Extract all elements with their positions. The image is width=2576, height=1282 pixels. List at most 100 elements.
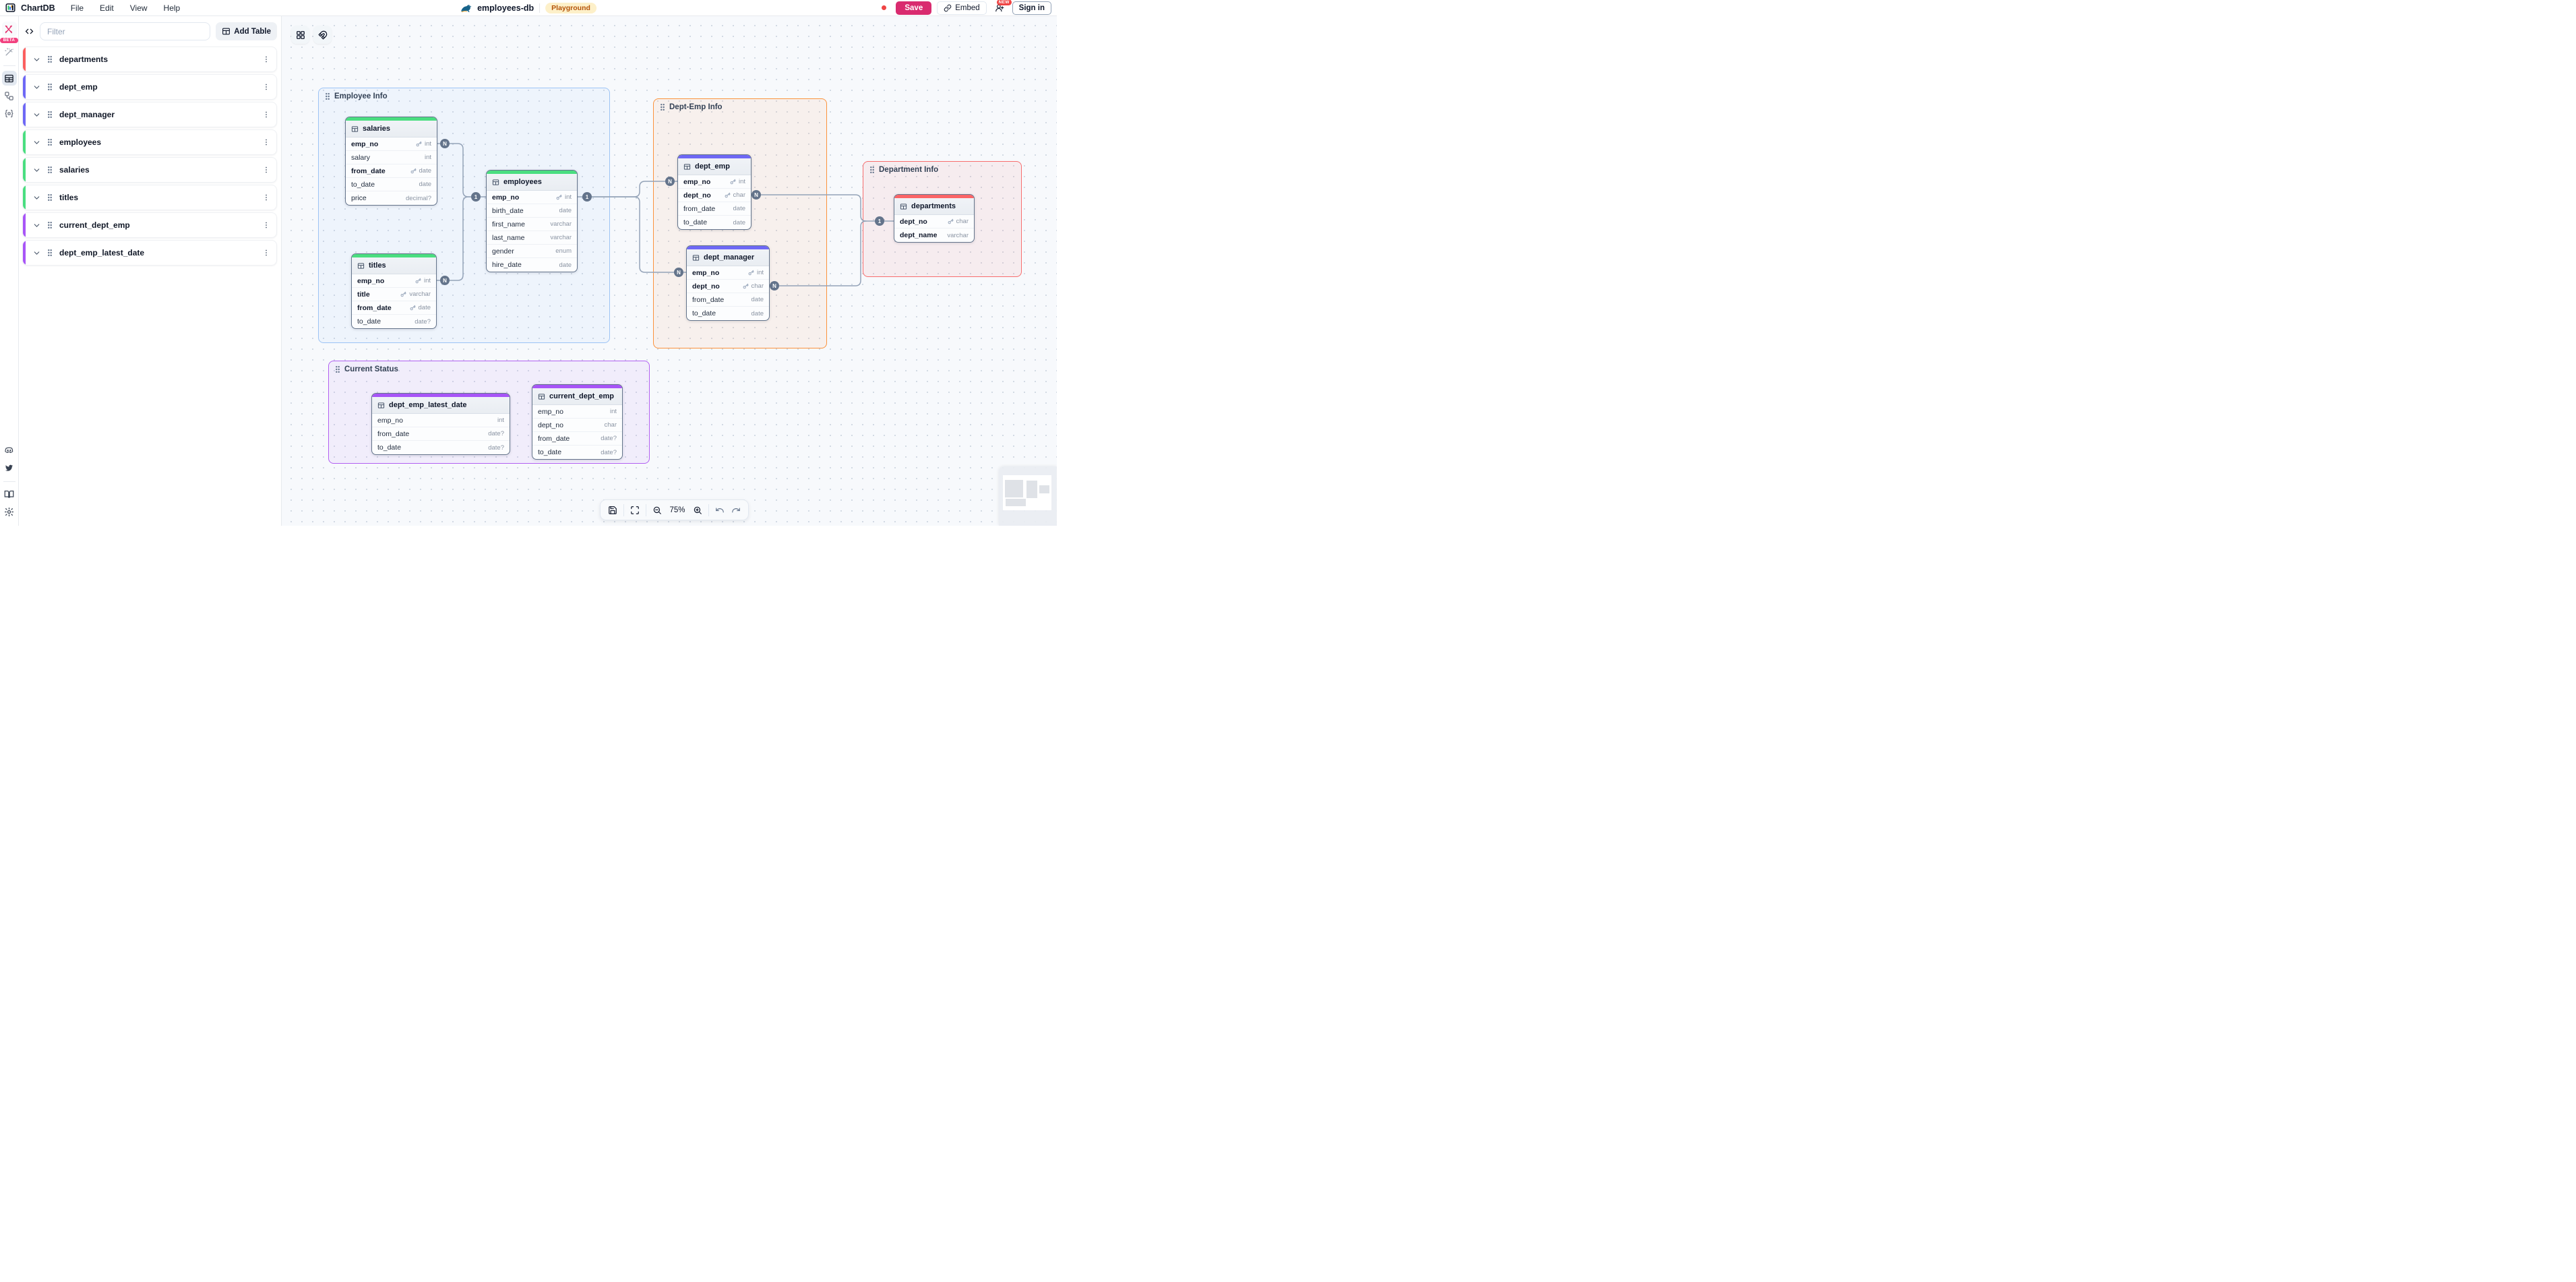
table-header[interactable]: salaries — [346, 121, 437, 138]
table-header[interactable]: current_dept_emp — [532, 388, 622, 405]
table-header[interactable]: dept_emp_latest_date — [372, 397, 510, 414]
sidebar-item-titles[interactable]: titles — [22, 185, 277, 210]
discord-icon[interactable] — [2, 443, 17, 458]
drag-handle-icon[interactable] — [324, 92, 331, 100]
sidebar-item-departments[interactable]: departments — [22, 47, 277, 72]
invite-user-button[interactable]: NEW — [991, 0, 1012, 16]
menu-file[interactable]: File — [70, 3, 84, 13]
undo-icon[interactable] — [712, 502, 728, 518]
sidebar-item-dept_emp[interactable]: dept_emp — [22, 74, 277, 100]
chevron-down-icon[interactable] — [32, 83, 41, 92]
drag-handle-icon[interactable] — [47, 138, 53, 146]
magic-wand-icon[interactable] — [2, 44, 17, 59]
table-view-icon[interactable] — [1, 71, 17, 86]
docs-icon[interactable] — [2, 487, 17, 501]
chevron-down-icon[interactable] — [32, 193, 41, 202]
add-table-button[interactable]: Add Table — [216, 22, 277, 40]
chevron-down-icon[interactable] — [32, 249, 41, 257]
chevron-down-icon[interactable] — [32, 166, 41, 175]
save-icon[interactable] — [605, 502, 621, 518]
zoom-out-icon[interactable] — [649, 502, 665, 518]
grid-view-icon[interactable] — [291, 26, 309, 44]
more-options-icon[interactable] — [262, 193, 270, 202]
more-options-icon[interactable] — [262, 111, 270, 119]
magnet-icon[interactable] — [313, 26, 332, 44]
relationships-view-icon[interactable] — [2, 88, 17, 103]
chevron-down-icon[interactable] — [32, 221, 41, 230]
diagram-name[interactable]: employees-db — [477, 3, 534, 13]
diagram-title-group[interactable]: employees-db Playground — [460, 0, 596, 16]
sidebar-item-dept_emp_latest_date[interactable]: dept_emp_latest_date — [22, 240, 277, 266]
drag-handle-icon[interactable] — [659, 103, 666, 111]
table-header[interactable]: dept_manager — [687, 249, 769, 266]
embed-button[interactable]: Embed — [937, 1, 987, 15]
settings-icon[interactable] — [2, 504, 17, 519]
drag-handle-icon[interactable] — [47, 111, 53, 119]
chevron-down-icon[interactable] — [32, 138, 41, 147]
pencil-ruler-icon[interactable] — [1, 22, 17, 36]
table-header[interactable]: departments — [894, 198, 974, 215]
chevron-down-icon[interactable] — [32, 111, 41, 119]
more-options-icon[interactable] — [262, 83, 270, 91]
drag-handle-icon[interactable] — [47, 249, 53, 257]
menu-help[interactable]: Help — [163, 3, 181, 13]
minimap[interactable] — [999, 466, 1057, 526]
table-header[interactable]: employees — [487, 174, 577, 191]
drag-handle-icon[interactable] — [47, 166, 53, 174]
sidebar-item-dept_manager[interactable]: dept_manager — [22, 102, 277, 127]
sidebar-item-current_dept_emp[interactable]: current_dept_emp — [22, 212, 277, 238]
filter-input[interactable] — [40, 22, 211, 40]
fullscreen-icon[interactable] — [627, 502, 643, 518]
more-options-icon[interactable] — [262, 166, 270, 174]
menu-edit[interactable]: Edit — [100, 3, 114, 13]
chevron-down-icon[interactable] — [32, 55, 41, 64]
drag-handle-icon[interactable] — [47, 221, 53, 229]
sign-in-button[interactable]: Sign in — [1012, 1, 1051, 15]
drag-handle-icon[interactable] — [869, 166, 876, 174]
redo-icon[interactable] — [728, 502, 744, 518]
zoom-level[interactable]: 75% — [669, 506, 685, 514]
dependencies-view-icon[interactable] — [2, 106, 17, 121]
save-button[interactable]: Save — [896, 1, 932, 15]
more-options-icon[interactable] — [262, 249, 270, 257]
drag-handle-icon[interactable] — [47, 55, 53, 63]
drag-handle-icon[interactable] — [334, 365, 341, 373]
zoom-in-icon[interactable] — [689, 502, 706, 518]
twitter-icon[interactable] — [2, 460, 17, 475]
table-header[interactable]: titles — [352, 257, 436, 274]
drag-handle-icon[interactable] — [47, 193, 53, 202]
